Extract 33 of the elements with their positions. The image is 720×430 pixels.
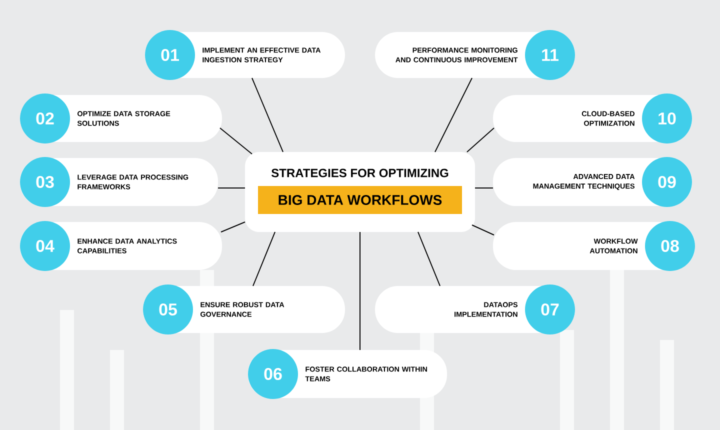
strategy-pill <box>145 30 345 80</box>
number-badge: 10 <box>642 94 692 144</box>
number-badge: 11 <box>525 30 575 80</box>
title: STRATEGIES FOR OPTIMIZING <box>271 168 448 178</box>
strategy-pill <box>248 349 447 399</box>
number-badge: 05 <box>143 284 193 334</box>
connector-line <box>466 128 494 152</box>
connector-line <box>220 222 246 232</box>
strategy-pill <box>20 221 222 271</box>
connector-line <box>252 78 284 152</box>
number-badge: 07 <box>525 284 575 334</box>
number-badge: 04 <box>20 221 70 271</box>
strategy-pill <box>375 30 575 80</box>
strategy-pill <box>493 221 695 271</box>
number-badge: 02 <box>20 94 70 144</box>
number-badge: 08 <box>645 221 695 271</box>
strategy-pill <box>375 284 575 334</box>
strategy-pill <box>20 94 222 144</box>
connector-line <box>434 78 472 152</box>
connector-line <box>252 232 276 286</box>
number-badge: 03 <box>20 157 70 207</box>
highlight-banner: BIG DATA WORKFLOWS <box>258 186 462 214</box>
connector-line <box>418 232 440 286</box>
number-badge: 09 <box>642 157 692 207</box>
connector-line <box>220 128 252 154</box>
strategy-pill <box>20 157 218 207</box>
connector-line <box>472 224 494 236</box>
number-badge: 01 <box>145 30 195 80</box>
number-badge: 06 <box>248 349 298 399</box>
strategy-pill <box>493 157 692 207</box>
title-box <box>245 152 475 232</box>
strategy-pill <box>493 94 692 144</box>
strategy-pill <box>143 284 345 334</box>
